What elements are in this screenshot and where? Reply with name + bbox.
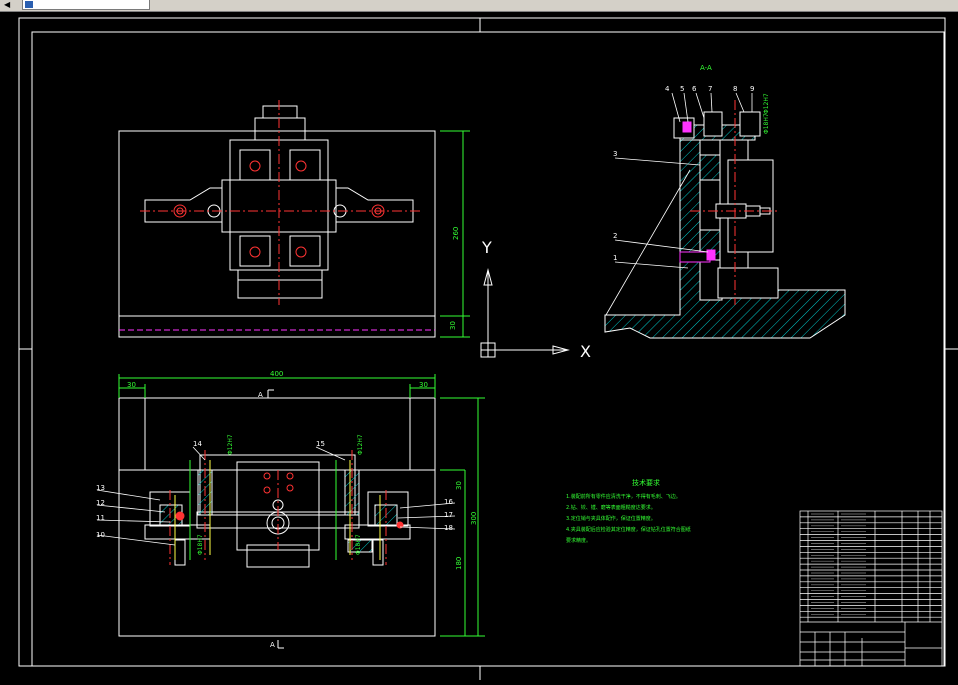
sheet-border [18, 17, 958, 680]
dim-bushing-right: Φ18H7 [355, 534, 362, 555]
svg-text:17: 17 [444, 511, 453, 519]
svg-text:11: 11 [96, 514, 105, 522]
tech-line-3: 3.定位销与夹具体配作，保证位置精度。 [566, 515, 656, 522]
tech-title: 技术要求 [632, 478, 660, 487]
tech-line-5: 要求精度。 [566, 537, 591, 544]
top-view [118, 105, 436, 338]
side-view-section [604, 100, 846, 339]
section-marks [267, 389, 284, 649]
front-view-centerlines [169, 450, 387, 565]
section-mark-top: A [258, 391, 263, 399]
dim-front-height: 300 [470, 512, 478, 525]
svg-text:12: 12 [96, 499, 105, 507]
ucs-x-label: X [580, 342, 591, 361]
dim-front-lower: 180 [455, 557, 463, 570]
side-leaders [605, 92, 753, 316]
tech-line-4: 4.夹具装配后应检验其定位精度，保证钻孔位置符合图纸 [566, 526, 691, 533]
dim-hole-right: Φ12H7 [357, 434, 364, 455]
cad-drawing-canvas[interactable]: 260 30 Y X A-A [0, 11, 958, 685]
side-dim-2: Φ18H7 [763, 113, 770, 134]
dim-bushing-left: Φ18H7 [197, 534, 204, 555]
svg-text:13: 13 [96, 484, 105, 492]
front-view-dims [118, 374, 485, 637]
section-mark-bottom: A [270, 641, 275, 649]
front-part-labels: 14 15 13 12 11 10 16 17 18 [96, 440, 453, 539]
svg-text:3: 3 [613, 150, 617, 158]
tab-scroll-icon[interactable]: ◀ [4, 0, 11, 9]
svg-text:9: 9 [750, 85, 754, 93]
front-view-yellow [174, 460, 381, 560]
svg-text:5: 5 [680, 85, 684, 93]
svg-text:4: 4 [665, 85, 670, 93]
section-label: A-A [700, 64, 712, 72]
dim-front-width: 400 [270, 370, 283, 378]
dim-top-height: 260 [452, 227, 460, 240]
svg-text:6: 6 [692, 85, 697, 93]
svg-text:16: 16 [444, 498, 453, 506]
svg-text:18: 18 [444, 524, 453, 532]
svg-text:1: 1 [613, 254, 617, 262]
side-part-labels: 4 5 6 7 8 9 3 2 1 [613, 85, 754, 262]
tech-requirements: 技术要求 1.装配前所有零件应清洗干净，不得有毛刺、飞边。 2.钻、铰、镗、磨等… [566, 478, 691, 544]
svg-text:7: 7 [708, 85, 712, 93]
ucs-y-label: Y [481, 238, 492, 257]
svg-text:14: 14 [193, 440, 202, 448]
front-view-markers [175, 472, 404, 529]
svg-text:10: 10 [96, 531, 105, 539]
title-block [799, 510, 943, 667]
tech-line-1: 1.装配前所有零件应清洗干净，不得有毛刺、飞边。 [566, 493, 681, 500]
ucs-icon [480, 268, 570, 358]
dim-front-top: 30 [455, 481, 463, 490]
side-dim-1: Φ12H7 [763, 93, 770, 114]
drawing-tab-bar: ◀ [0, 0, 958, 12]
drawing-tab[interactable] [22, 0, 150, 10]
svg-text:2: 2 [613, 232, 617, 240]
svg-text:8: 8 [733, 85, 737, 93]
dim-front-left: 30 [127, 381, 136, 389]
dim-hole-left: Φ12H7 [227, 434, 234, 455]
top-view-dims [440, 130, 470, 338]
svg-text:15: 15 [316, 440, 325, 448]
tech-line-2: 2.钻、铰、镗、磨等表面粗糙度达要求。 [566, 504, 656, 511]
drawing-file-icon [25, 1, 33, 8]
top-view-holes [140, 100, 420, 305]
front-leaders [96, 446, 456, 546]
dim-front-right: 30 [419, 381, 428, 389]
dim-top-base: 30 [449, 321, 457, 330]
